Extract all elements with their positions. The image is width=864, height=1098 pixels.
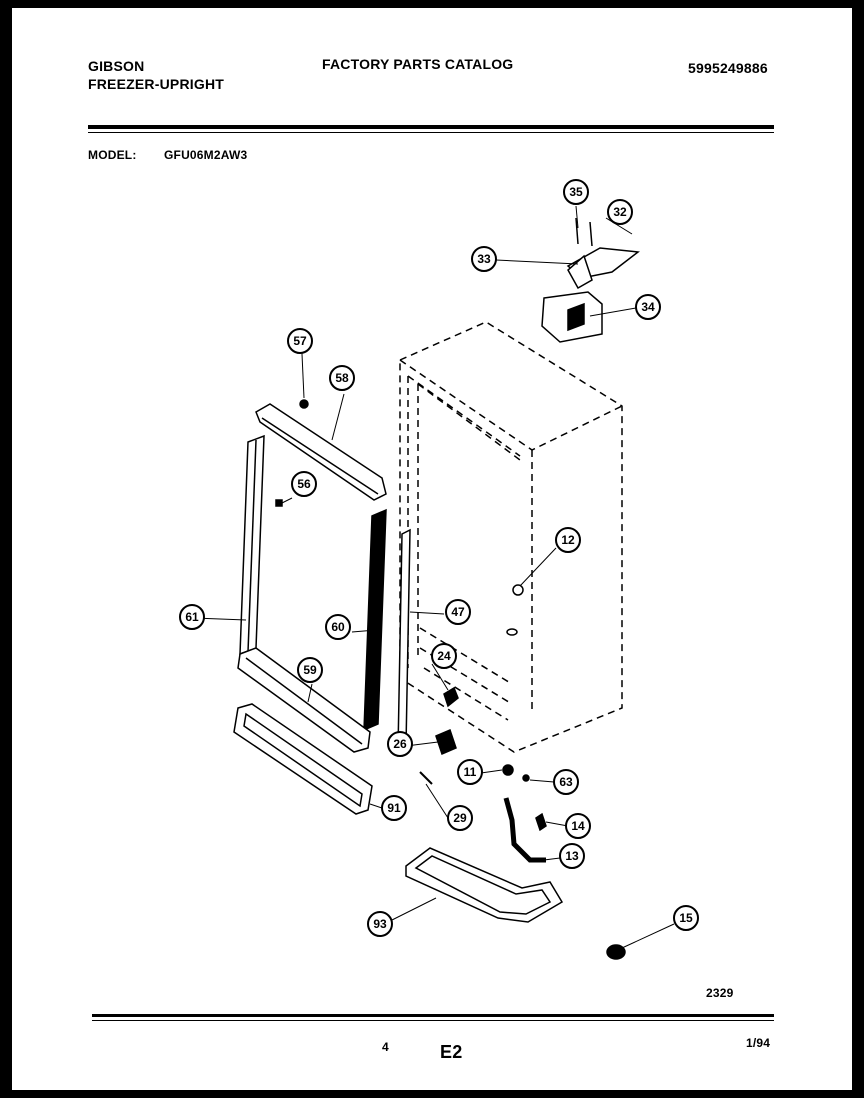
door-gasket-right [363, 508, 387, 732]
callout-label: 24 [437, 649, 451, 663]
callout-57 [287, 328, 313, 354]
callout-14 [565, 813, 591, 839]
drain-tube [503, 797, 546, 863]
callout-label: 15 [679, 911, 693, 925]
cabinet-outline [399, 321, 623, 753]
callout-label: 91 [387, 801, 401, 815]
callout-59 [297, 657, 323, 683]
small-hardware [275, 399, 626, 960]
callout-label: 11 [464, 765, 477, 779]
footer-rule-thick [92, 1014, 774, 1017]
callout-29 [447, 805, 473, 831]
door-panel [233, 703, 373, 815]
diagram-number: 2329 [706, 986, 734, 1000]
callout-32 [607, 199, 633, 225]
callout-47 [445, 599, 471, 625]
catalog-title: FACTORY PARTS CATALOG [322, 56, 514, 72]
callout-label: 58 [335, 371, 349, 385]
callout-26 [387, 731, 413, 757]
callout-56 [291, 471, 317, 497]
callout-13 [559, 843, 585, 869]
callout-label: 33 [477, 252, 491, 266]
callout-label: 13 [565, 849, 579, 863]
callout-93 [367, 911, 393, 937]
callout-33 [471, 246, 497, 272]
callout-label: 63 [559, 775, 573, 789]
product-type: FREEZER-UPRIGHT [88, 76, 224, 92]
callout-circles [179, 179, 699, 937]
catalog-sheet: GIBSON FREEZER-UPRIGHT FACTORY PARTS CAT… [12, 8, 852, 1090]
callout-label: 59 [303, 663, 317, 677]
callout-35 [563, 179, 589, 205]
callout-label: 61 [185, 610, 199, 624]
callout-91 [381, 795, 407, 821]
catalog-number: 5995249886 [688, 60, 768, 76]
drain-pan [405, 847, 564, 923]
callout-label: 26 [393, 737, 407, 751]
callout-12 [555, 527, 581, 553]
section-code: E2 [440, 1042, 463, 1062]
model-number: GFU06M2AW3 [164, 148, 248, 162]
callout-labels: 35 32 33 34 57 58 56 12 61 47 60 24 59 2… [185, 185, 693, 931]
callout-60 [325, 614, 351, 640]
exploded-parts-diagram: 35 32 33 34 57 58 56 12 61 47 60 24 59 2… [179, 179, 699, 960]
callout-label: 35 [569, 185, 583, 199]
callout-61 [179, 604, 205, 630]
callout-label: 93 [373, 917, 387, 931]
leader-lines [193, 205, 675, 949]
door-gasket-left [239, 434, 265, 656]
callout-label: 12 [561, 533, 575, 547]
callout-34 [635, 294, 661, 320]
callout-15 [673, 905, 699, 931]
page-number: 4 [382, 1040, 389, 1054]
model-label: MODEL: [88, 148, 137, 162]
callout-label: 56 [297, 477, 311, 491]
callout-63 [553, 769, 579, 795]
callout-11 [457, 759, 483, 785]
callout-label: 57 [293, 334, 307, 348]
top-hinge-assembly [541, 217, 640, 343]
header-rule-thick [88, 125, 774, 129]
door-gasket-top [255, 403, 387, 501]
callout-label: 29 [453, 811, 467, 825]
breaker-strip [397, 528, 411, 752]
callout-24 [431, 643, 457, 669]
callout-58 [329, 365, 355, 391]
revision-date: 1/94 [746, 1036, 771, 1050]
callout-label: 14 [571, 819, 585, 833]
brand-name: GIBSON [88, 58, 145, 74]
callout-label: 32 [613, 205, 627, 219]
door-gasket-bottom [237, 647, 371, 753]
callout-label: 34 [641, 300, 655, 314]
header-rule-thin [88, 132, 774, 133]
callout-label: 47 [451, 605, 465, 619]
callout-label: 60 [331, 620, 345, 634]
footer-rule-thin [92, 1020, 774, 1021]
